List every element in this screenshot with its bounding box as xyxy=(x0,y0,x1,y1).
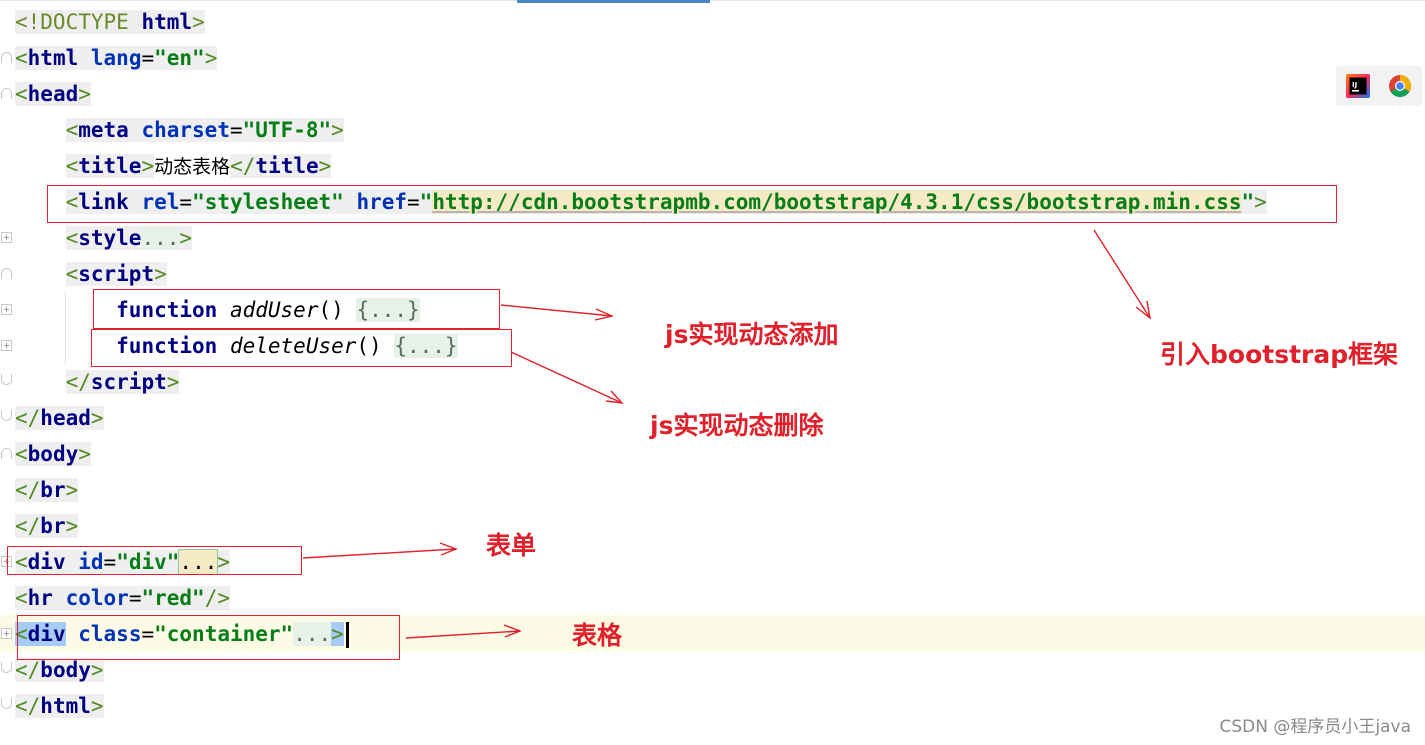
code-line-script-open: <script> xyxy=(65,262,167,286)
form-div-box xyxy=(7,546,302,575)
code-line-style: <style...> xyxy=(65,226,193,250)
code-line-hr: <hr color="red"/> xyxy=(15,586,230,610)
text-caret xyxy=(345,622,349,648)
fold-script-icon[interactable] xyxy=(1,268,12,279)
deleteuser-box xyxy=(91,329,512,367)
annotation-js-delete: js实现动态删除 xyxy=(650,411,824,440)
code-editor[interactable]: <!DOCTYPE html> <html lang="en"> <head> … xyxy=(15,4,1267,724)
expand-container-icon[interactable] xyxy=(1,628,12,639)
code-line-doctype: <!DOCTYPE html> xyxy=(15,10,205,34)
code-line-body-open: <body> xyxy=(15,442,91,466)
fold-head-end-icon[interactable] xyxy=(1,410,12,421)
container-fold-placeholder[interactable]: ... xyxy=(293,622,332,646)
annotation-bootstrap: 引入bootstrap框架 xyxy=(1160,340,1399,369)
indent-guide xyxy=(65,292,66,364)
bootstrap-url-link[interactable]: http://cdn.bootstrapmb.com/bootstrap/4.3… xyxy=(432,190,1242,214)
expand-div-icon[interactable] xyxy=(1,556,12,567)
editor-top-border xyxy=(0,0,1425,1)
code-line-html-open: <html lang="en"> xyxy=(15,46,218,70)
code-line-link: <link rel="stylesheet" href="http://cdn.… xyxy=(65,190,1267,214)
arrow-table xyxy=(405,624,522,639)
fold-script-end-icon[interactable] xyxy=(1,374,12,385)
arrow-form xyxy=(302,542,458,559)
adduser-fold-placeholder[interactable]: {...} xyxy=(356,298,420,322)
code-line-body-close: </body> xyxy=(15,658,104,682)
div-fold-placeholder[interactable]: ... xyxy=(178,549,219,575)
table-div-box xyxy=(17,615,400,660)
code-line-div-form: <div id="div"...> xyxy=(15,549,231,575)
code-line-meta: <meta charset="UTF-8"> xyxy=(65,118,344,142)
adduser-box xyxy=(93,289,500,329)
fold-body-end-icon[interactable] xyxy=(1,662,12,673)
code-line-br-1: </br> xyxy=(15,478,79,502)
expand-style-icon[interactable] xyxy=(1,232,12,243)
svg-text:IJ: IJ xyxy=(1352,81,1357,89)
code-line-adduser: function addUser() {...} xyxy=(116,298,420,322)
code-line-script-close: </script> xyxy=(65,370,180,394)
fold-head-icon[interactable] xyxy=(1,88,12,99)
code-line-html-close: </html> xyxy=(15,694,104,718)
fold-html-end-icon[interactable] xyxy=(1,698,12,709)
style-fold-placeholder[interactable]: ... xyxy=(141,226,180,250)
annotation-table: 表格 xyxy=(572,621,623,650)
fold-body-icon[interactable] xyxy=(1,448,12,459)
code-line-br-2: </br> xyxy=(15,514,79,538)
annotation-form: 表单 xyxy=(486,531,537,560)
browser-preview-toolbar: IJ xyxy=(1336,66,1422,106)
arrow-adduser xyxy=(500,304,615,321)
code-line-title: <title>动态表格</title> xyxy=(65,154,332,178)
csdn-watermark: CSDN @程序员小王java xyxy=(1219,717,1412,737)
code-line-head-open: <head> xyxy=(15,82,91,106)
expand-deleteuser-icon[interactable] xyxy=(1,340,12,351)
chrome-icon[interactable] xyxy=(1388,74,1412,98)
expand-adduser-icon[interactable] xyxy=(1,304,12,315)
annotation-js-add: js实现动态添加 xyxy=(665,320,839,349)
intellij-idea-icon[interactable]: IJ xyxy=(1346,74,1370,98)
current-line-highlight xyxy=(0,615,1425,651)
bootstrap-link-box xyxy=(47,185,1337,223)
arrow-deleteuser xyxy=(510,351,624,404)
code-line-deleteuser: function deleteUser() {...} xyxy=(116,334,458,358)
editor-gutter xyxy=(0,0,14,745)
active-tab-indicator xyxy=(517,0,710,3)
code-line-div-container: <div class="container"...> xyxy=(15,616,1267,652)
deleteuser-fold-placeholder[interactable]: {...} xyxy=(394,334,458,358)
fold-html-icon[interactable] xyxy=(1,52,12,63)
arrow-bootstrap xyxy=(1093,229,1152,320)
code-line-head-close: </head> xyxy=(15,406,104,430)
